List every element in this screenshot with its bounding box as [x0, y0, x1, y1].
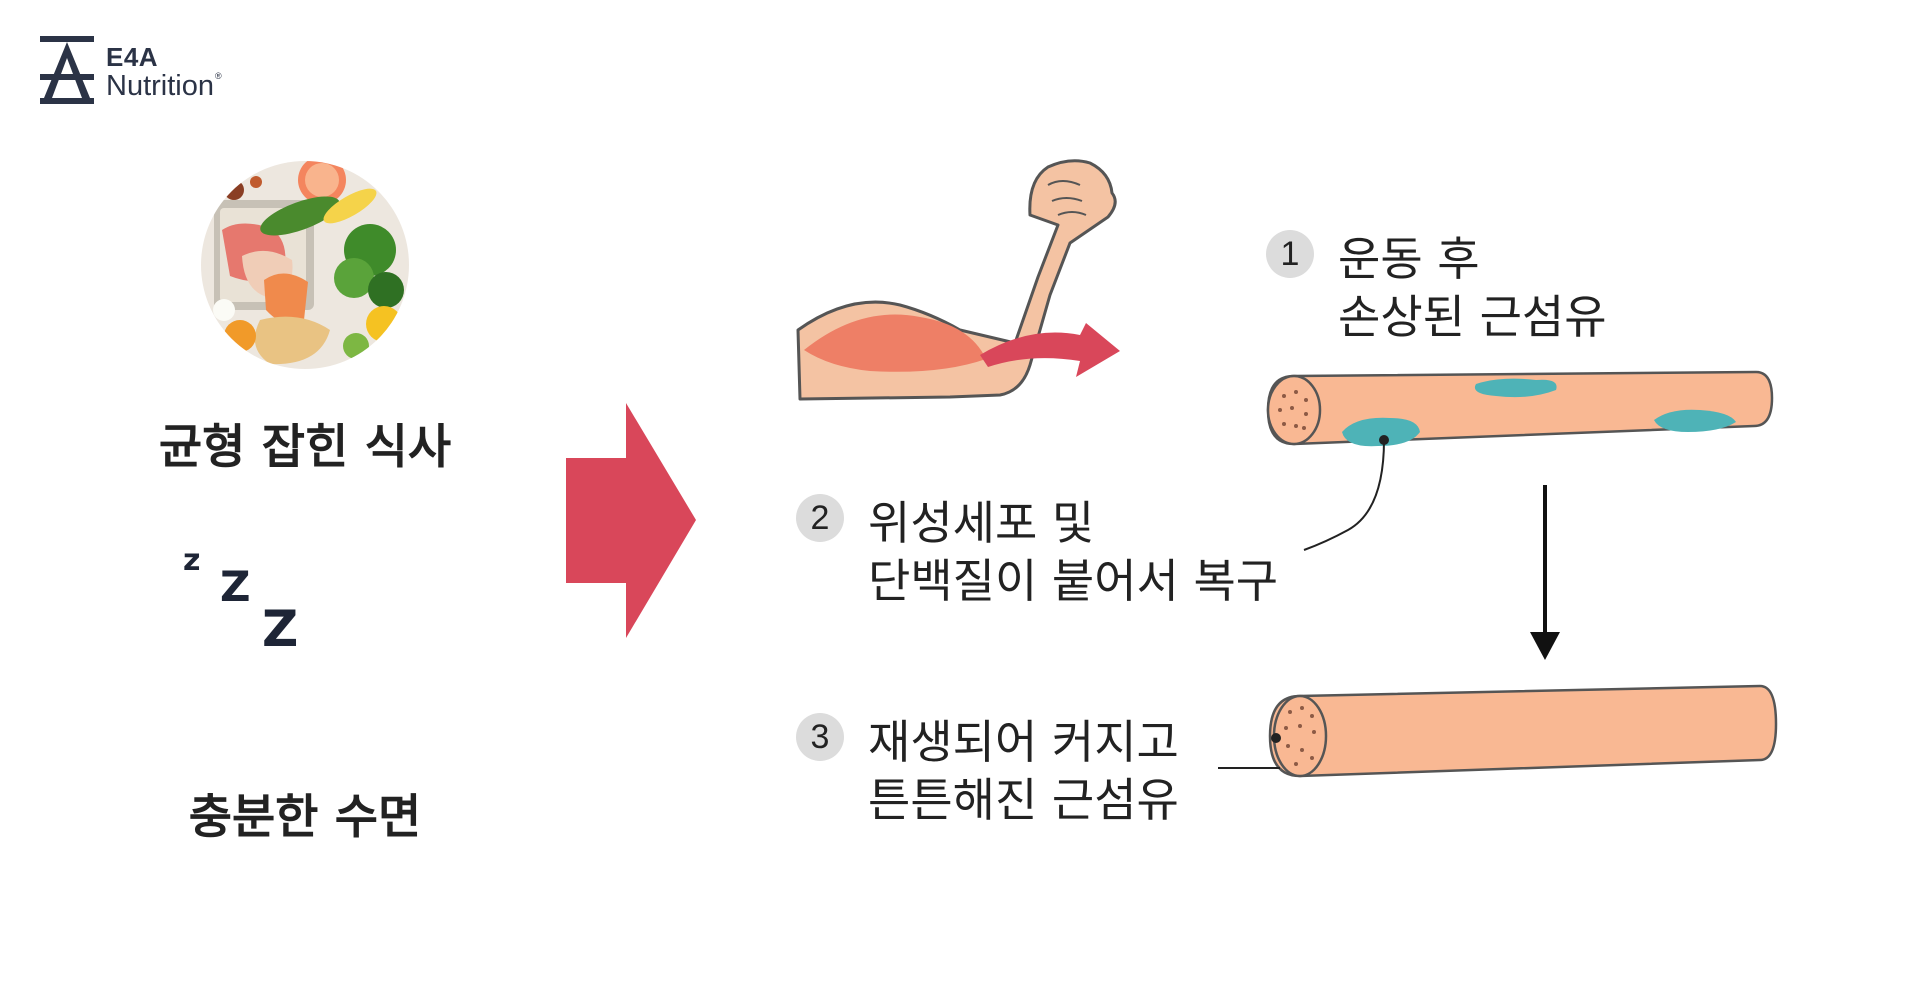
curved-arrow-icon [980, 323, 1120, 377]
step3-connector [1218, 767, 1280, 769]
zzz-icon-large: Z [262, 600, 299, 658]
step-2-line1: 위성세포 및 [868, 496, 1095, 550]
logo-line1: E4A [106, 42, 159, 72]
brand-logo: E4A Nutrition® [38, 34, 258, 106]
muscle-fiber-repaired [1268, 684, 1778, 778]
step-1-number: 1 [1266, 230, 1314, 278]
step-3-line1: 재생되어 커지고 [868, 715, 1179, 769]
step-3-text: 재생되어 커지고 튼튼해진 근섬유 [868, 713, 1179, 829]
step-1-text: 운동 후 손상된 근섬유 [1338, 230, 1607, 346]
logo-line2-text: Nutrition [106, 70, 214, 102]
step-2-number: 2 [796, 494, 844, 542]
step-1-line2: 손상된 근섬유 [1338, 290, 1607, 344]
step-1-line1: 운동 후 [1338, 232, 1480, 286]
zzz-icon-medium: Z [220, 562, 251, 611]
step-3-line2: 튼튼해진 근섬유 [868, 773, 1179, 827]
step-2-line2: 단백질이 붙어서 복구 [868, 554, 1279, 608]
step-1: 1 운동 후 손상된 근섬유 [1266, 230, 1607, 346]
food-photo [201, 161, 409, 369]
registered-mark: ® [215, 71, 222, 81]
step-2-text: 위성세포 및 단백질이 붙어서 복구 [868, 494, 1278, 610]
right-arrow-icon [566, 403, 696, 638]
meal-label: 균형 잡힌 식사 [158, 420, 452, 475]
muscle-fiber-damaged [1266, 370, 1774, 447]
sleep-label: 충분한 수면 [188, 790, 422, 845]
step-3: 3 재생되어 커지고 튼튼해진 근섬유 [796, 713, 1179, 829]
step-3-number: 3 [796, 713, 844, 761]
muscle-fiber-diagram [1266, 370, 1778, 778]
step-2: 2 위성세포 및 단백질이 붙어서 복구 [796, 494, 1278, 610]
moon-icon [248, 598, 375, 726]
logo-icon [40, 36, 94, 104]
logo-wordmark: E4A Nutrition® [106, 44, 222, 101]
logo-line2: Nutrition® [106, 72, 222, 101]
zzz-icon-small: z [183, 543, 201, 578]
flexed-arm-icon [796, 159, 1120, 401]
